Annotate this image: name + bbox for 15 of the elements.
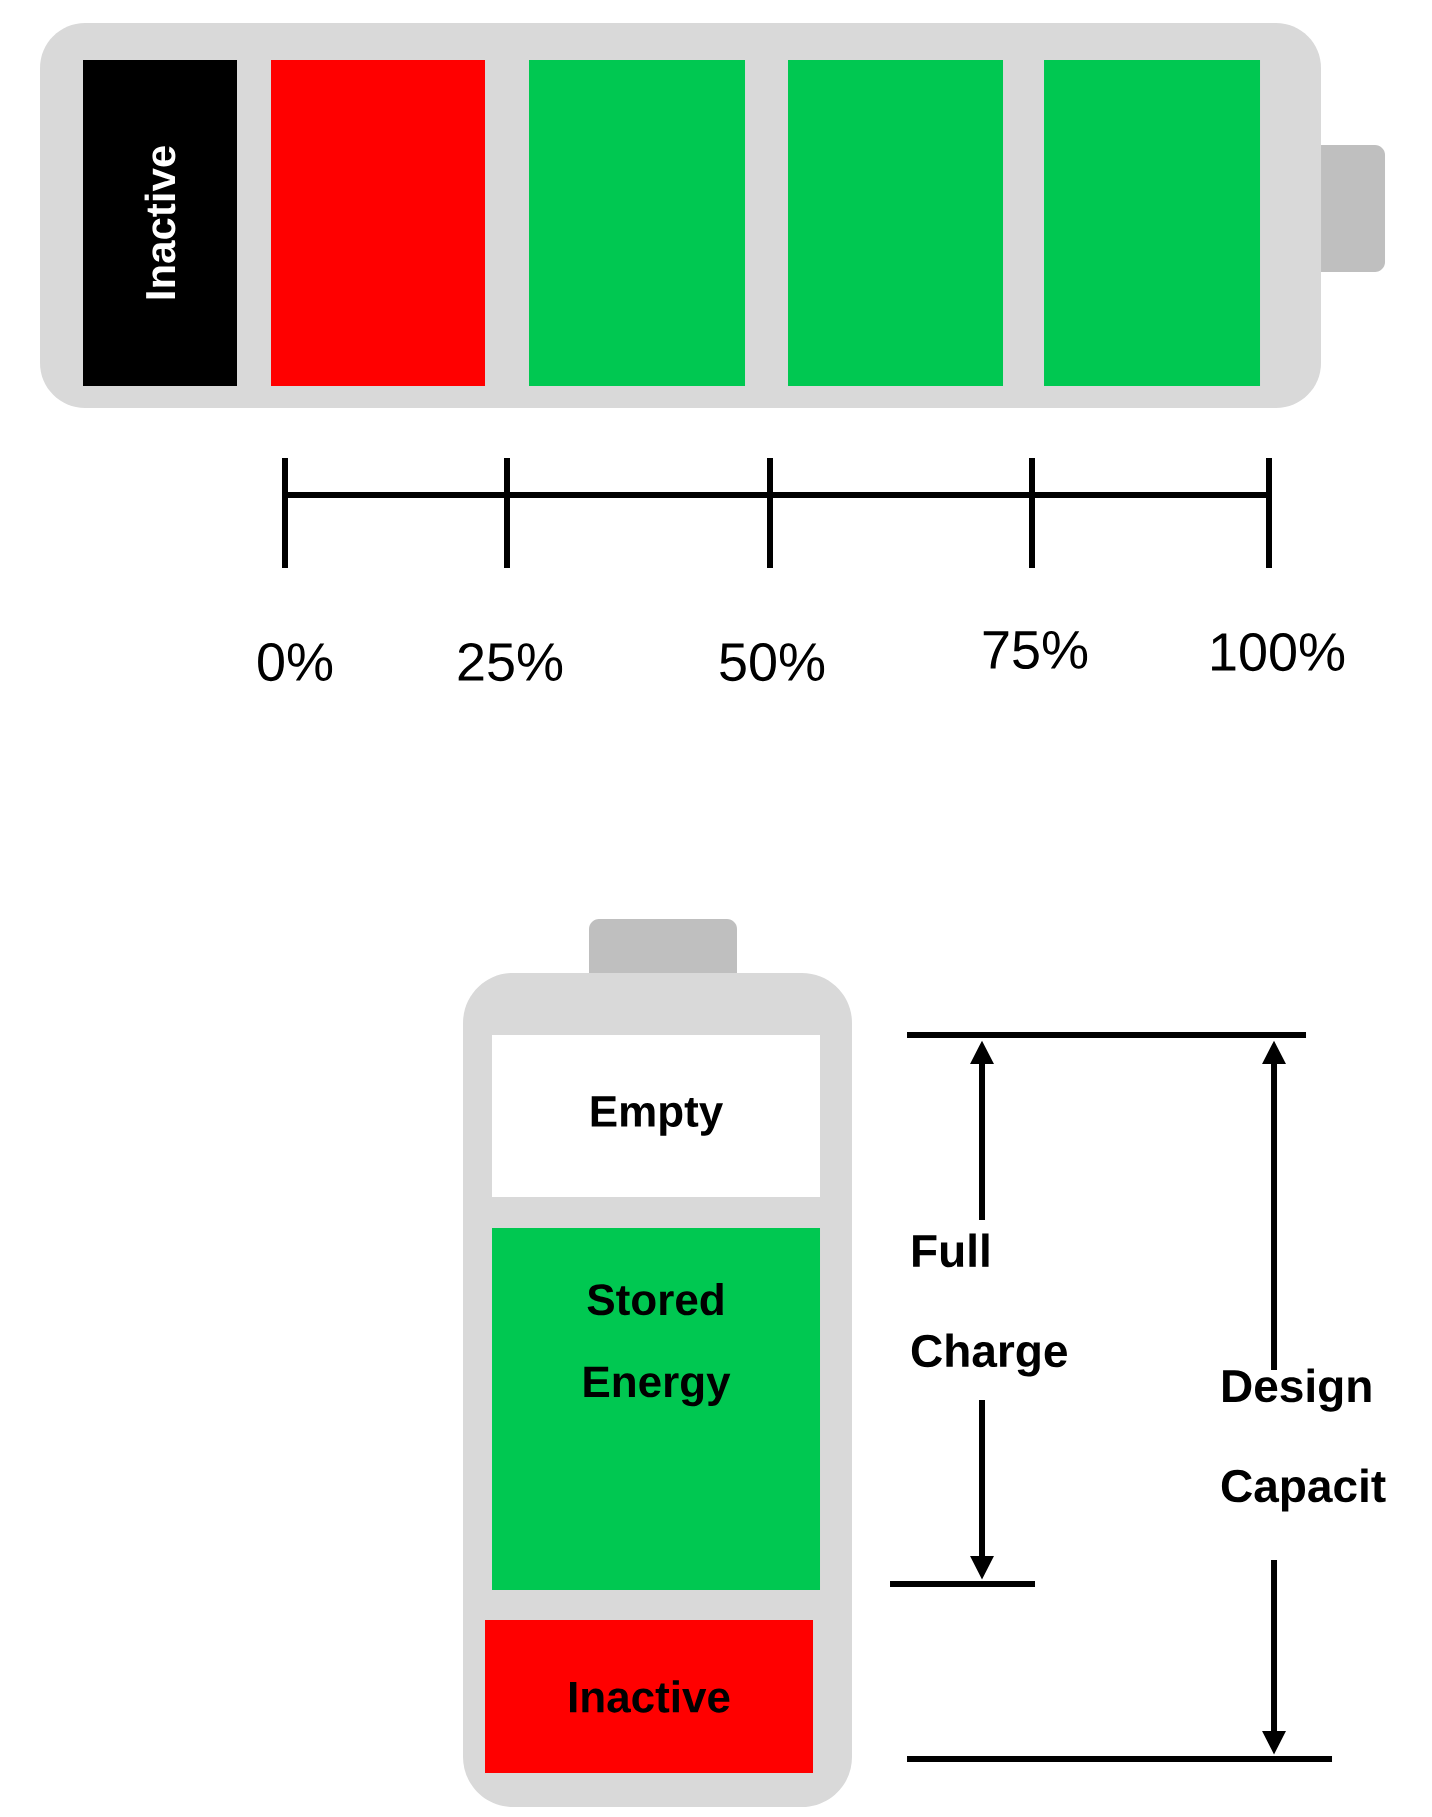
battery-cell — [1044, 60, 1260, 386]
tick-label: 100% — [1212, 632, 1345, 672]
battery-cell — [271, 60, 485, 386]
battery-cell: Inactive — [83, 60, 237, 386]
battery-cell — [529, 60, 745, 386]
battery-cell: Inactive — [485, 1620, 813, 1773]
battery-cell — [788, 60, 1003, 386]
tick-label: 75% — [983, 631, 1088, 669]
dimension-label: Full Charge — [911, 1233, 1067, 1377]
tick-label: 50% — [720, 642, 825, 682]
tick-label: 25% — [458, 642, 563, 682]
dimension-label: Design Capacit — [1221, 1368, 1386, 1512]
battery-cell: Stored Energy — [492, 1228, 820, 1590]
battery-cell: Empty — [492, 1035, 820, 1197]
tick-label: 0% — [258, 642, 333, 682]
